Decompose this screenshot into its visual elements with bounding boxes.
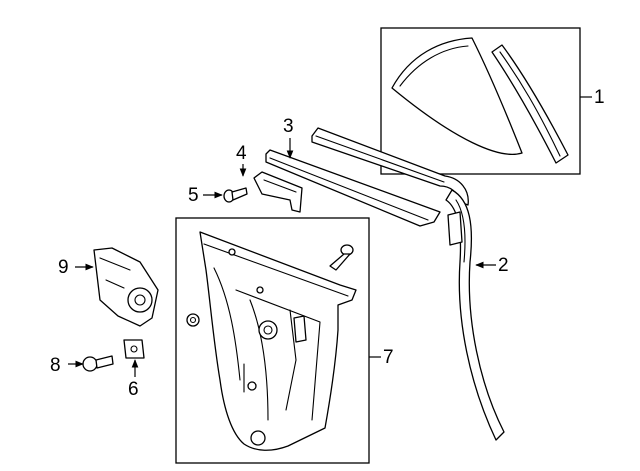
part-1-group-frame — [380, 27, 581, 175]
callout-9: 9 — [58, 257, 69, 278]
callout-4: 4 — [236, 143, 247, 164]
callout-2: 2 — [498, 255, 509, 276]
belt-weatherstrip — [265, 127, 469, 227]
bracket — [253, 171, 303, 213]
regulator-panel — [199, 231, 357, 451]
callout-5: 5 — [188, 185, 199, 206]
callout-6: 6 — [128, 379, 139, 400]
callout-7: 7 — [383, 347, 394, 368]
clip-6 — [123, 339, 145, 359]
screw-5 — [223, 187, 248, 203]
callout-8: 8 — [50, 355, 61, 376]
panel-bolt — [329, 244, 354, 271]
panel-clip — [186, 313, 200, 327]
bolt-8 — [82, 355, 114, 372]
window-motor — [93, 247, 159, 327]
part-7-group-frame — [175, 217, 370, 464]
callout-1: 1 — [594, 87, 605, 108]
callout-3: 3 — [283, 116, 294, 137]
quarter-glass — [391, 37, 523, 155]
glass-run-strip — [491, 44, 569, 164]
run-channel — [445, 189, 505, 441]
